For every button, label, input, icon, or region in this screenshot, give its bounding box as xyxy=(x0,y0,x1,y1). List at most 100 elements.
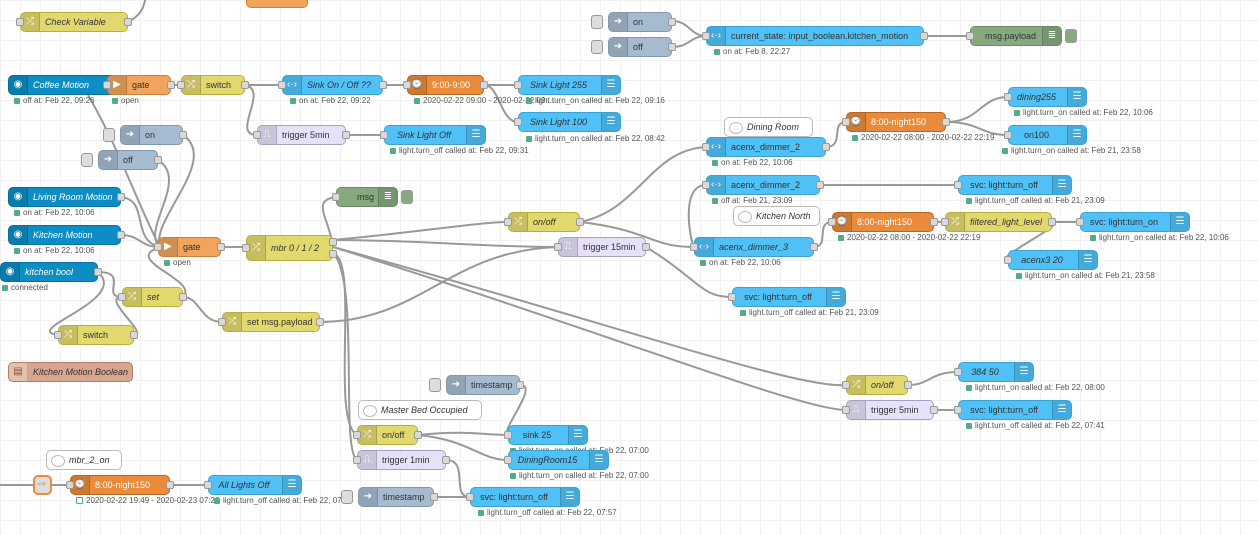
output-port[interactable] xyxy=(576,218,584,226)
inject-off-mid[interactable]: ➜ off xyxy=(81,150,162,170)
acenx-dimmer2-b-node[interactable]: ‹·› acenx_dimmer_2 xyxy=(702,175,824,195)
output-port[interactable] xyxy=(217,243,225,251)
output-port[interactable] xyxy=(179,131,187,139)
output-port[interactable] xyxy=(930,218,938,226)
msg-debug-node[interactable]: msg ≣ xyxy=(332,187,413,207)
output-port[interactable] xyxy=(342,131,350,139)
inject-button[interactable] xyxy=(429,378,441,392)
input-port[interactable] xyxy=(1004,131,1012,139)
switch2-node[interactable]: ⤮ switch xyxy=(54,325,138,345)
output-port[interactable] xyxy=(904,381,912,389)
input-port[interactable] xyxy=(118,293,126,301)
output-port[interactable] xyxy=(166,481,174,489)
input-port[interactable] xyxy=(177,81,185,89)
input-port[interactable] xyxy=(514,81,522,89)
input-port[interactable] xyxy=(242,244,250,252)
input-port[interactable] xyxy=(842,406,850,414)
input-port[interactable] xyxy=(466,493,474,501)
input-port[interactable] xyxy=(690,243,698,251)
input-port[interactable] xyxy=(353,431,361,439)
output-port[interactable] xyxy=(920,32,928,40)
timestamp-b-node[interactable]: ➜ timestamp xyxy=(341,487,438,507)
output-port[interactable] xyxy=(816,181,824,189)
onoff-b-node[interactable]: ⤮ on/off xyxy=(842,375,912,395)
link-in-node[interactable]: ⇨ xyxy=(33,475,52,495)
input-port[interactable] xyxy=(103,81,111,89)
output-port[interactable] xyxy=(942,118,950,126)
diningroom15-node[interactable]: DiningRoom15 ☰ xyxy=(504,450,609,470)
trigger15-node[interactable]: ⎍ trigger 15min xyxy=(554,237,650,257)
output-port[interactable] xyxy=(241,81,249,89)
kitchen-north-comment[interactable]: Kitchen North xyxy=(733,206,820,226)
all-lights-off-node[interactable]: All Lights Off ☰ xyxy=(204,475,302,495)
input-port[interactable] xyxy=(954,406,962,414)
input-port[interactable] xyxy=(554,243,562,251)
msg-payload-debug[interactable]: msg.payload ≣ xyxy=(966,26,1077,46)
inject-button[interactable] xyxy=(591,40,603,54)
kitchen-motion-node[interactable]: ◉ Kitchen Motion xyxy=(8,225,125,245)
svc-off-d-node[interactable]: svc: light:turn_off ☰ xyxy=(466,487,580,507)
night150-b-node[interactable]: ⌚ 8:00-night150 xyxy=(828,212,938,232)
output-port[interactable] xyxy=(668,18,676,26)
output-port[interactable] xyxy=(117,231,125,239)
set-node[interactable]: ⤮ set xyxy=(118,287,187,307)
inject-on-top[interactable]: ➜ on xyxy=(591,12,676,32)
input-port[interactable] xyxy=(504,218,512,226)
output-port[interactable] xyxy=(822,143,830,151)
kitchen-motion-boolean-node[interactable]: ▤ Kitchen Motion Boolean xyxy=(8,362,133,382)
debug-toggle[interactable] xyxy=(1065,29,1077,43)
input-port[interactable] xyxy=(842,118,850,126)
inject-button[interactable] xyxy=(81,153,93,167)
dining-room-comment[interactable]: Dining Room xyxy=(724,117,813,137)
input-port[interactable] xyxy=(954,368,962,376)
output-port[interactable] xyxy=(516,381,524,389)
input-port[interactable] xyxy=(403,81,411,89)
timestamp-a-node[interactable]: ➜ timestamp xyxy=(429,375,524,395)
sink25-node[interactable]: sink 25 ☰ xyxy=(504,425,588,445)
acenx-dimmer2-a-node[interactable]: ‹·› acenx_dimmer_2 xyxy=(702,137,830,157)
input-port[interactable] xyxy=(1004,93,1012,101)
output-port[interactable] xyxy=(430,493,438,501)
onoff-c-node[interactable]: ⤮ on/off xyxy=(353,425,422,445)
input-port[interactable] xyxy=(941,218,949,226)
sink-100-node[interactable]: Sink Light 100 ☰ xyxy=(514,112,621,132)
night150-c-node[interactable]: ⌚ 8:00-night150 xyxy=(66,475,174,495)
gate1-node[interactable]: ▶ gate xyxy=(103,75,175,95)
input-port[interactable] xyxy=(54,331,62,339)
check-variable-switch[interactable]: ⤮ Check Variable xyxy=(16,12,132,32)
input-port[interactable] xyxy=(253,131,261,139)
partial-node-top[interactable] xyxy=(246,0,308,8)
svc-off-c-node[interactable]: svc: light:turn_off ☰ xyxy=(954,400,1072,420)
sink-255-node[interactable]: Sink Light 255 ☰ xyxy=(514,75,621,95)
input-port[interactable] xyxy=(154,243,162,251)
input-port[interactable] xyxy=(16,18,24,26)
input-port[interactable] xyxy=(954,181,962,189)
input-port[interactable] xyxy=(728,293,736,301)
input-port[interactable] xyxy=(204,481,212,489)
input-port[interactable] xyxy=(1004,256,1012,264)
inject-on-mid[interactable]: ➜ on xyxy=(103,125,187,145)
output-port[interactable] xyxy=(130,331,138,339)
output-port[interactable] xyxy=(810,243,818,251)
sink-off-node[interactable]: Sink Light Off ☰ xyxy=(380,125,486,145)
output-port[interactable] xyxy=(414,431,422,439)
output-port[interactable] xyxy=(316,318,324,326)
input-port[interactable] xyxy=(66,481,74,489)
input-port[interactable] xyxy=(1076,218,1084,226)
trigger5-b-node[interactable]: ⎍ trigger 5min xyxy=(842,400,938,420)
current-state-node[interactable]: ‹·› current_state: input_boolean.kitchen… xyxy=(702,26,928,46)
output-port[interactable] xyxy=(668,43,676,51)
output-port[interactable] xyxy=(1048,218,1056,226)
gate2-node[interactable]: ▶ gate xyxy=(154,237,225,257)
debug-toggle[interactable] xyxy=(401,190,413,204)
input-port[interactable] xyxy=(332,193,340,201)
input-port[interactable] xyxy=(828,218,836,226)
living-room-motion-node[interactable]: ◉ Living Room Motion xyxy=(8,187,125,207)
sink-onoff-node[interactable]: ‹·› Sink On / Off ?? xyxy=(278,75,387,95)
input-port[interactable] xyxy=(702,143,710,151)
dining255-node[interactable]: dining255 ☰ xyxy=(1004,87,1087,107)
input-port[interactable] xyxy=(842,381,850,389)
set-payload-node[interactable]: ⤮ set msg.payload xyxy=(218,312,324,332)
output-port[interactable] xyxy=(179,293,187,301)
trigger5-a-node[interactable]: ⎍ trigger 5min xyxy=(253,125,350,145)
